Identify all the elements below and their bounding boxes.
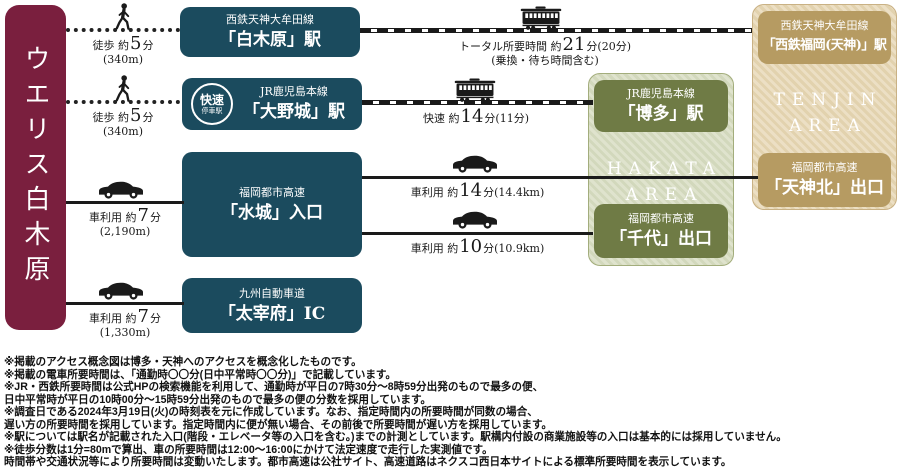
leg-minutes: 5 bbox=[130, 33, 142, 54]
station-name: 「西鉄福岡(天神)」駅 bbox=[762, 37, 887, 53]
walk-route-line bbox=[66, 28, 180, 32]
car-route-line bbox=[66, 302, 184, 305]
leg-text: 車利用 約 bbox=[89, 211, 137, 224]
leg-text: トータル所要時間 約 bbox=[459, 40, 562, 53]
leg-unit: 分(10.9km) bbox=[483, 242, 545, 255]
rail-line-name: JR鹿児島本線 bbox=[260, 85, 328, 98]
tenjin-area-word1: TENJIN bbox=[773, 90, 883, 110]
footnote-line: ※掲載のアクセス概念図は博多・天神へのアクセスを概念化したものです。 bbox=[4, 356, 362, 368]
walk-route-line bbox=[66, 100, 180, 104]
leg-distance: (1,330m) bbox=[99, 326, 151, 339]
leg-text: 車利用 約 bbox=[410, 242, 459, 255]
expressway-name: 福岡都市高速 bbox=[628, 212, 694, 225]
hakata-area-word2: AREA bbox=[625, 185, 704, 205]
walking-person-icon bbox=[112, 75, 134, 102]
tenjin-area-word2: AREA bbox=[789, 116, 867, 136]
walking-person-icon bbox=[112, 3, 134, 30]
leg-text: 徒歩 約 bbox=[92, 39, 130, 52]
footnote-line: 日中平常時が平日の10時00分〜15時59分出発のもので最多の便の分数を採用して… bbox=[4, 393, 432, 406]
rail-line-name: JR鹿児島本線 bbox=[627, 87, 695, 100]
exit-name: 「天神北」出口 bbox=[765, 178, 884, 198]
leg-unit: 分(11分) bbox=[484, 112, 529, 125]
exit-name: 「千代」出口 bbox=[610, 229, 712, 249]
car-route-line bbox=[66, 201, 184, 204]
expressway-name: 九州自動車道 bbox=[239, 286, 305, 300]
leg-text: 快速 約 bbox=[423, 112, 460, 125]
rapid-stop-badge: 快速 停車駅 bbox=[191, 83, 233, 125]
leg-minutes: 21 bbox=[562, 34, 586, 55]
leg-minutes: 14 bbox=[459, 180, 483, 201]
badge-text-rapid: 快速 bbox=[199, 92, 224, 107]
footnote-line: ※掲載の電車所要時間は、「通勤時〇〇分(日中平常時〇〇分)」で記載しています。 bbox=[4, 368, 397, 381]
node-dazaifu-ic: 九州自動車道 「太宰府」IC bbox=[182, 278, 362, 333]
leg-unit: 分 bbox=[149, 312, 161, 325]
expressway-name: 福岡都市高速 bbox=[791, 161, 858, 174]
car-icon bbox=[452, 150, 498, 175]
leg-unit: 分 bbox=[149, 211, 161, 224]
station-name: 「博多」駅 bbox=[618, 104, 704, 124]
leg-minutes: 10 bbox=[459, 236, 483, 257]
leg-minutes: 5 bbox=[130, 105, 142, 126]
train-icon bbox=[516, 6, 566, 30]
hakata-area-panel: JR鹿児島本線 「博多」駅 HAKATA AREA 福岡都市高速 「千代」出口 bbox=[588, 73, 734, 266]
car-icon bbox=[98, 176, 144, 201]
leg-note: (乗換・待ち時間含む) bbox=[491, 54, 599, 67]
train-icon bbox=[450, 78, 500, 102]
badge-text-stop: 停車駅 bbox=[201, 106, 223, 115]
node-onojo-station: 快速 停車駅 JR鹿児島本線 「大野城」駅 bbox=[182, 78, 362, 130]
ic-name: 「太宰府」IC bbox=[218, 303, 326, 324]
node-nishitetsu-fukuoka-station: 西鉄天神大牟田線 「西鉄福岡(天神)」駅 bbox=[758, 11, 891, 64]
car-icon bbox=[98, 277, 144, 302]
footnote-line: 遅い方の所要時間を採用しています。指定時間内に便が無い場合、その前後で所要時間が… bbox=[4, 418, 553, 431]
node-shirakibaru-station: 西鉄天神大牟田線 「白木原」駅 bbox=[180, 7, 360, 57]
leg-unit: 分 bbox=[142, 111, 154, 124]
car-route-line bbox=[362, 232, 593, 235]
rail-line-name: 西鉄天神大牟田線 bbox=[780, 18, 869, 32]
node-mizuki-entrance: 福岡都市高速 「水城」入口 bbox=[182, 152, 362, 257]
leg-unit: 分(20分) bbox=[586, 40, 631, 53]
leg-minutes: 7 bbox=[137, 306, 149, 327]
node-hakata-station: JR鹿児島本線 「博多」駅 bbox=[594, 80, 728, 132]
footnotes: ※掲載のアクセス概念図は博多・天神へのアクセスを概念化したものです。 ※掲載の電… bbox=[4, 356, 896, 469]
footnote-line: ※駅については駅名が記載された入口(階段・エレベータ等の入口を含む。)までの計測… bbox=[4, 431, 787, 443]
hakata-area-word1: HAKATA bbox=[606, 159, 723, 179]
leg-minutes: 7 bbox=[137, 205, 149, 226]
node-tenjin-kita-exit: 福岡都市高速 「天神北」出口 bbox=[758, 153, 891, 207]
leg-minutes: 14 bbox=[460, 106, 484, 127]
leg-text: 徒歩 約 bbox=[92, 111, 130, 124]
footnote-line: ※調査日である2024年3月19日(火)の時刻表を元に作成しています。なお、指定… bbox=[4, 406, 538, 418]
footnote-line: 時間帯や交通状況等により所要時間は変動いたします。都市高速は公社サイト、高速道路… bbox=[4, 456, 732, 468]
station-name: 「白木原」駅 bbox=[219, 30, 321, 50]
expressway-name: 福岡都市高速 bbox=[239, 185, 305, 199]
rail-route-line bbox=[362, 100, 593, 105]
leg-unit: 分(14.4km) bbox=[483, 186, 545, 199]
property-name: ウエリス白木原 bbox=[20, 45, 50, 290]
leg-distance: (340m) bbox=[102, 125, 143, 138]
rail-route-line bbox=[360, 28, 752, 33]
leg-text: 車利用 約 bbox=[410, 186, 459, 199]
car-route-line bbox=[362, 176, 758, 179]
footnote-line: ※徒歩分数は1分=80mで算出、車の所要時間は12:00〜16:00にかけて法定… bbox=[4, 443, 493, 456]
station-name: 「大野城」駅 bbox=[243, 102, 345, 122]
leg-unit: 分 bbox=[142, 39, 154, 52]
leg-text: 車利用 約 bbox=[89, 312, 137, 325]
leg-distance: (2,190m) bbox=[99, 225, 151, 238]
tenjin-area-panel: 西鉄天神大牟田線 「西鉄福岡(天神)」駅 TENJIN AREA 福岡都市高速 … bbox=[752, 4, 897, 210]
node-chiyo-exit: 福岡都市高速 「千代」出口 bbox=[594, 204, 728, 258]
footnote-line: ※JR・西鉄所要時間は公式HPの検索機能を利用して、通勤時が平日の7時30分〜8… bbox=[4, 381, 544, 393]
property-name-bar: ウエリス白木原 bbox=[5, 5, 66, 330]
leg-distance: (340m) bbox=[102, 53, 143, 66]
entrance-name: 「水城」入口 bbox=[221, 202, 323, 223]
rail-line-name: 西鉄天神大牟田線 bbox=[226, 13, 314, 26]
car-icon bbox=[452, 206, 498, 231]
